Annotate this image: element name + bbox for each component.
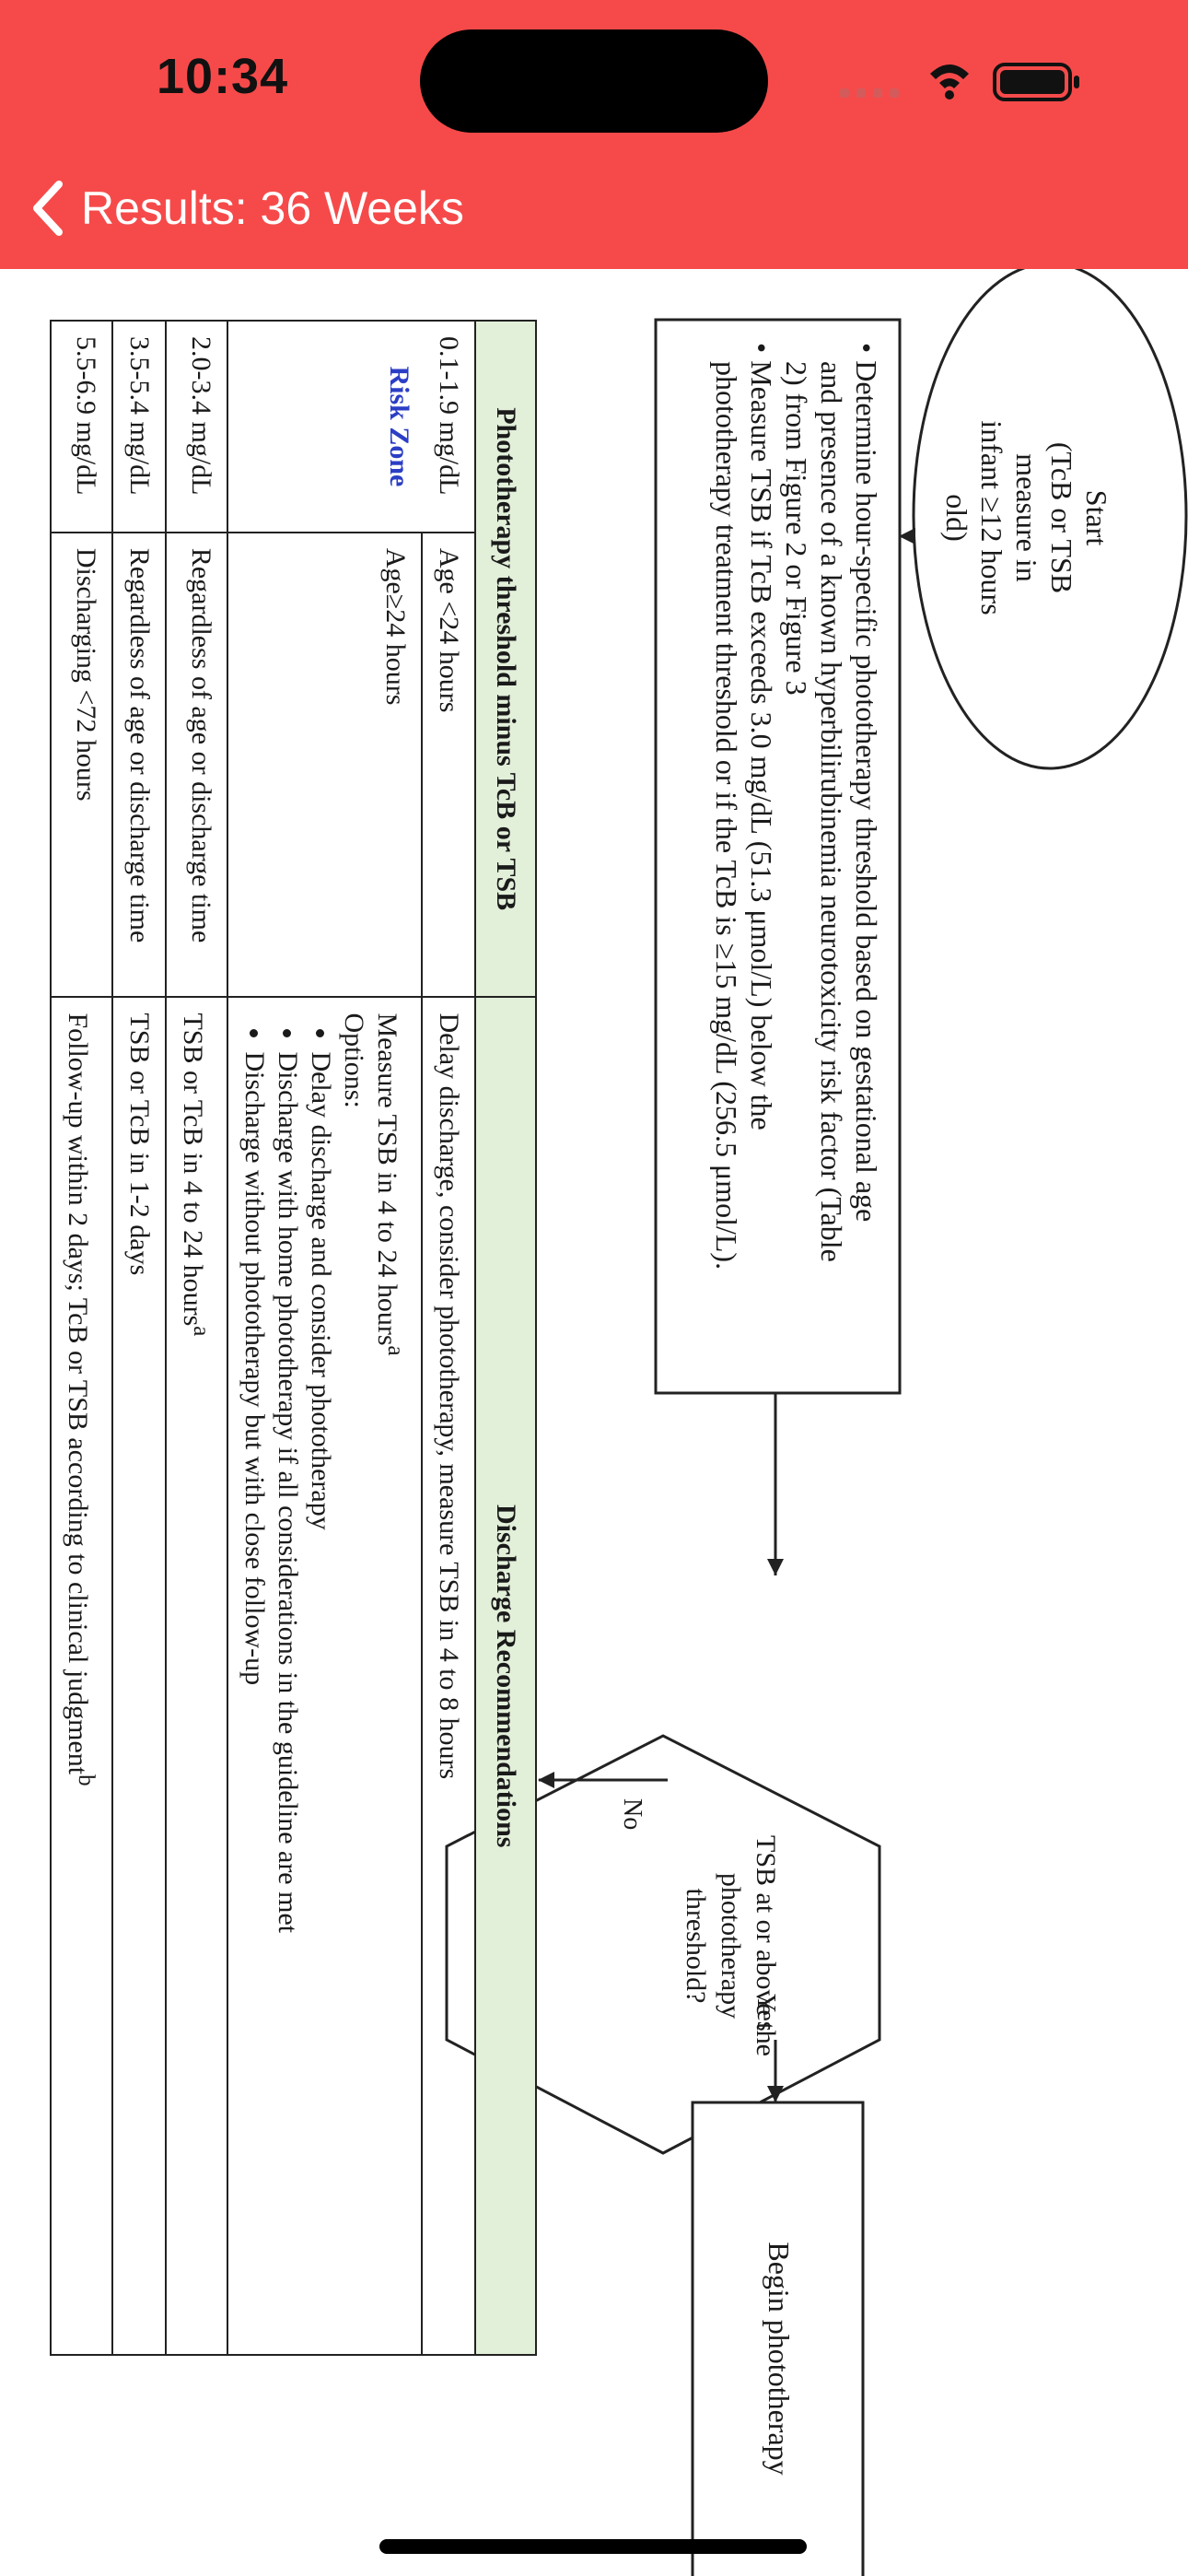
- option-item: Delay discharge and consider phototherap…: [304, 1051, 337, 2339]
- start-text: Start (TcB or TSB measure in infant ≥12 …: [940, 420, 1113, 615]
- options-list: Delay discharge and consider phototherap…: [238, 1013, 337, 2339]
- begin-phototherapy-text: Begin phototherapy: [763, 2242, 796, 2476]
- yes-label: Yes: [751, 1994, 780, 2032]
- chevron-left-icon: [33, 181, 63, 236]
- recommendation-cell: Follow-up within 2 days; TcB or TSB acco…: [51, 997, 112, 2355]
- flowchart-shapes: [445, 269, 1188, 2576]
- zone-cell: 0.1-1.9 mg/dL Risk Zone: [227, 321, 475, 533]
- option-item: Discharge without phototherapy but with …: [238, 1051, 271, 2339]
- recommendation-cell: TSB or TcB in 4 to 24 hoursa: [166, 997, 227, 2355]
- wifi-icon: [930, 64, 969, 100]
- rotated-flowchart: Start (TcB or TSB measure in infant ≥12 …: [0, 269, 1188, 2576]
- arrowhead-start: [899, 528, 915, 544]
- risk-zone-label: Risk Zone: [384, 366, 414, 487]
- cellular-signal-icon: [840, 88, 899, 98]
- back-button[interactable]: Results: 36 Weeks: [29, 171, 464, 245]
- recommendation-cell: Delay discharge, consider phototherapy, …: [422, 997, 475, 2355]
- home-indicator[interactable]: [379, 2539, 807, 2554]
- arrowhead-no: [538, 1772, 554, 1788]
- threshold-header: Phototherapy threshold minus TcB or TSB: [475, 321, 536, 998]
- risk-zone-table: Phototherapy threshold minus TcB or TSB …: [50, 320, 537, 2356]
- age-cell: Age≥24 hours: [227, 532, 422, 998]
- option-item: Discharge with home phototherapy if all …: [271, 1051, 304, 2339]
- begin-phototherapy-box: [691, 2101, 865, 2576]
- nav-header: 10:34 Results: 36 Weeks: [0, 0, 1188, 269]
- battery-icon: [993, 63, 1079, 101]
- age-cell: Age <24 hours: [422, 532, 475, 998]
- decision-hexagon: [445, 1734, 881, 2155]
- start-ellipse: [912, 269, 1188, 770]
- age-cell: Regardless of age or discharge time: [112, 532, 166, 998]
- dynamic-island: [420, 29, 768, 133]
- guideline-image-view[interactable]: Start (TcB or TSB measure in infant ≥12 …: [0, 269, 1188, 2576]
- zone-cell: 5.5-6.9 mg/dL: [51, 321, 112, 533]
- recommendation-cell: Measure TSB in 4 to 24 hoursa Options: D…: [227, 997, 422, 2355]
- arrowhead-yes: [767, 2086, 784, 2102]
- decision-text: TSB at or above the phototherapy thresho…: [681, 1835, 781, 2056]
- age-cell: Discharging <72 hours: [51, 532, 112, 998]
- zone-cell: 2.0-3.4 mg/dL: [166, 321, 227, 533]
- discharge-header: Discharge Recommendations: [475, 997, 536, 2355]
- instructions-box: [654, 318, 902, 1395]
- flowchart-arrows: [538, 528, 915, 2102]
- recommendation-cell: TSB or TcB in 1-2 days: [112, 997, 166, 2355]
- zone-cell: 3.5-5.4 mg/dL: [112, 321, 166, 533]
- instructions-text: • Determine hour-specific phototherapy t…: [710, 343, 883, 1270]
- status-icons: [840, 63, 1079, 101]
- age-cell: Regardless of age or discharge time: [166, 532, 227, 998]
- back-button-label: Results: 36 Weeks: [81, 182, 464, 234]
- no-label: No: [618, 1798, 646, 1831]
- arrowhead-decision: [767, 1559, 784, 1575]
- status-time: 10:34: [157, 49, 289, 104]
